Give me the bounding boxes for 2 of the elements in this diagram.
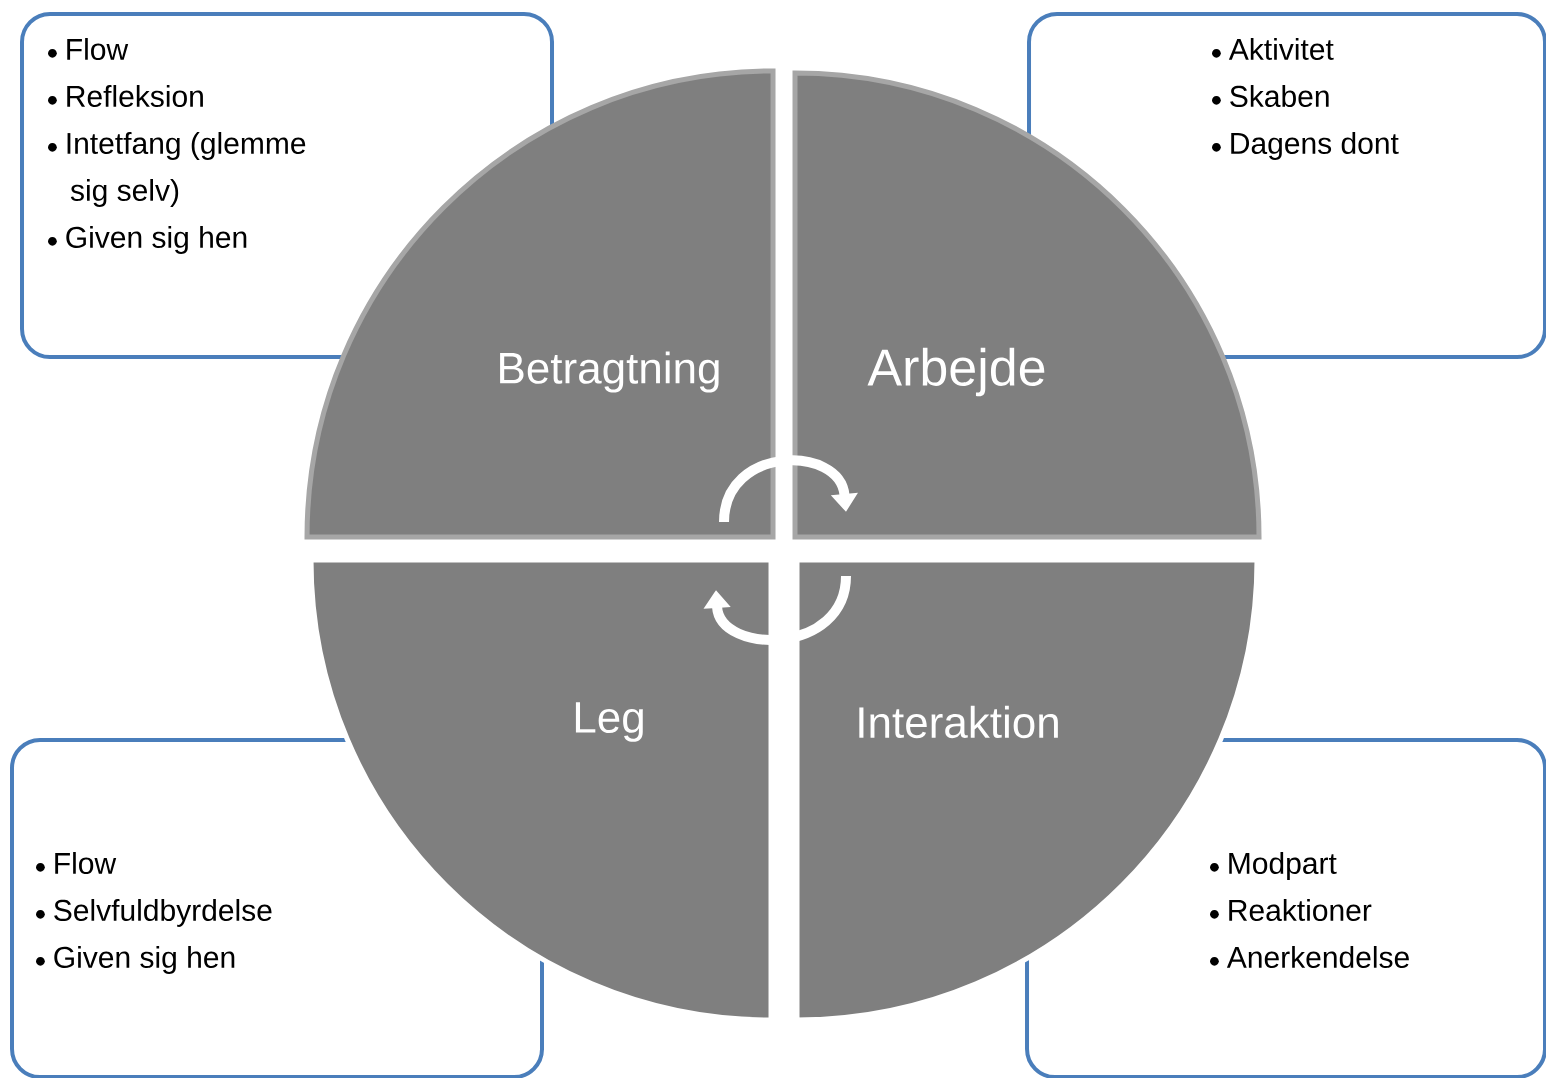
quadrant-sector: Betragtning — [304, 68, 776, 540]
quadrant-sector: Leg — [308, 557, 774, 1023]
